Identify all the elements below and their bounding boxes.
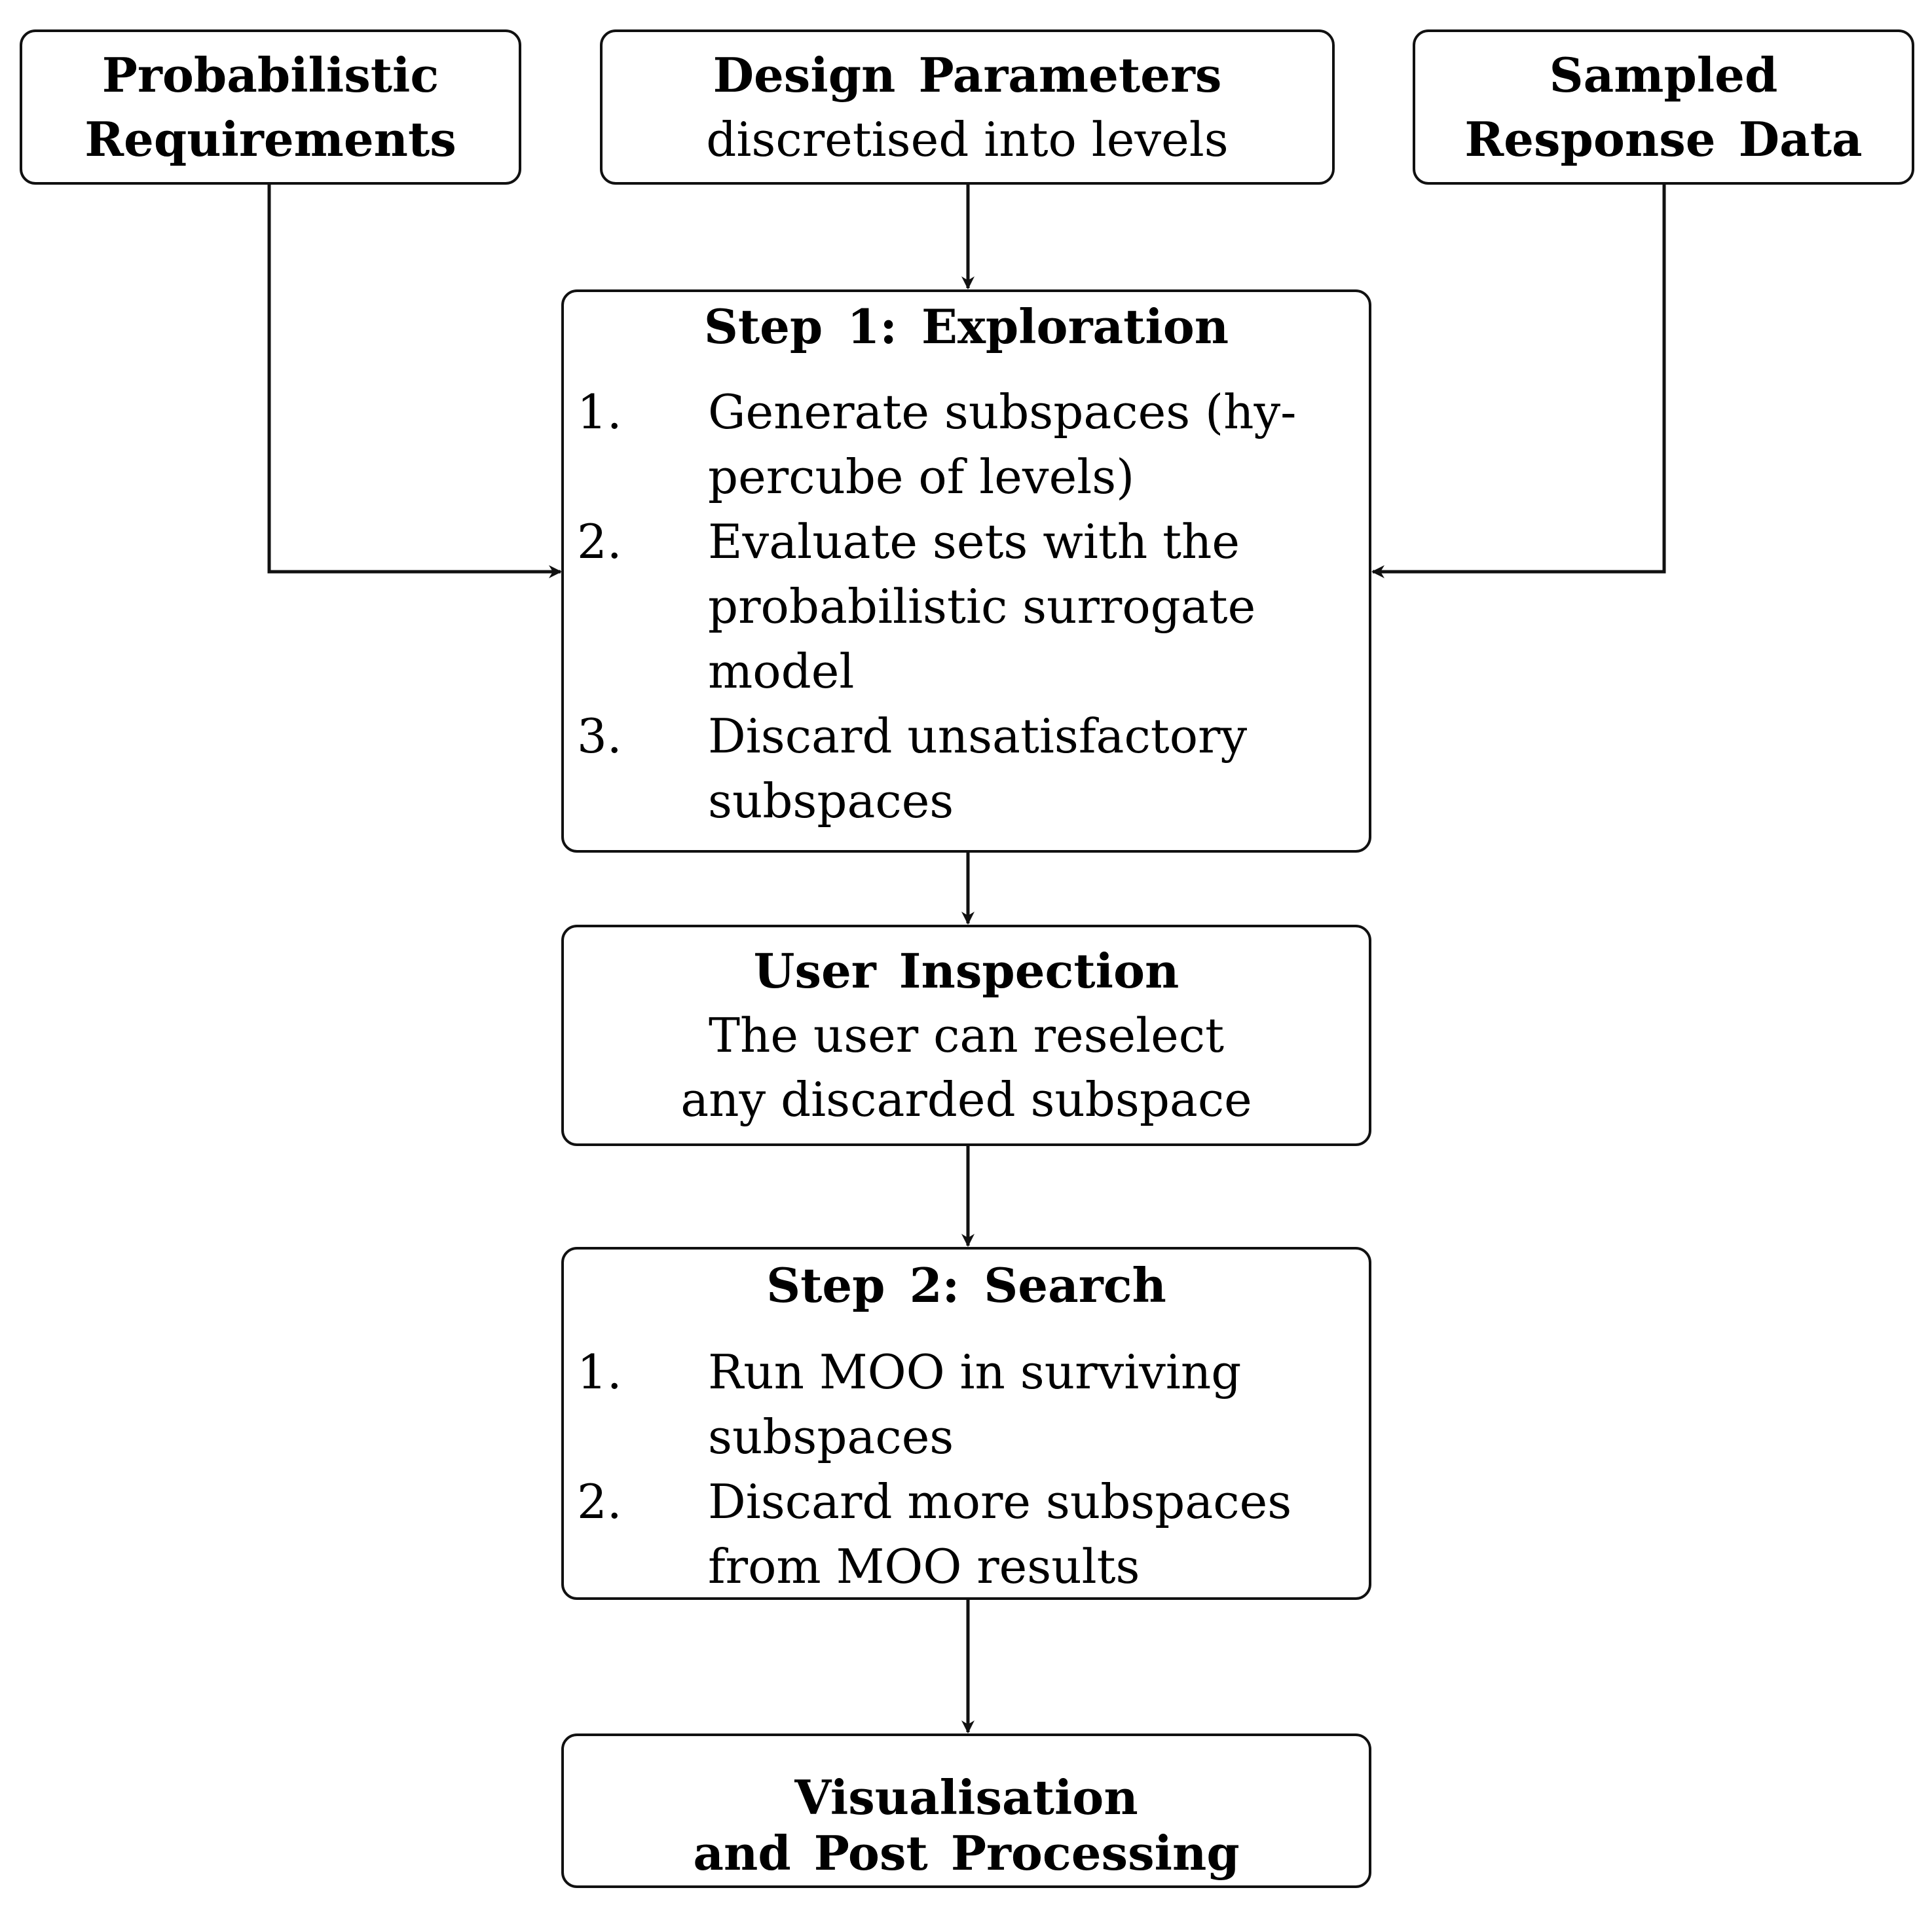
step1-item-1-line-2: percube of levels) (708, 449, 1135, 504)
step1-list: 1. Generate subspaces (hy- percube of le… (577, 380, 1349, 834)
step2-item-1-line-2: subspaces (708, 1409, 954, 1464)
visualisation-title-line-1: Visualisation (794, 1770, 1138, 1825)
step1-item-1-number: 1. (577, 384, 622, 439)
design-parameters-box: Design Parameters discretised into level… (600, 29, 1335, 185)
user-inspection-line-2: any discarded subspace (680, 1072, 1252, 1127)
step1-exploration-box: Step 1: Exploration 1. Generate subspace… (561, 289, 1371, 853)
step2-item-1: 1. Run MOO in surviving subspaces (577, 1340, 1349, 1470)
step2-list: 1. Run MOO in surviving subspaces 2. Dis… (577, 1340, 1349, 1599)
arrow-requirements-to-step1 (267, 185, 562, 578)
step1-item-2-number: 2. (577, 514, 622, 569)
step2-item-2: 2. Discard more subspaces from MOO resul… (577, 1470, 1349, 1599)
design-parameters-subtitle: discretised into levels (706, 111, 1229, 167)
step2-item-2-line-1: Discard more subspaces (708, 1474, 1292, 1529)
user-inspection-title: User Inspection (753, 943, 1180, 999)
step1-item-2-line-1: Evaluate sets with the (708, 514, 1240, 569)
user-inspection-line-1: The user can reselect (708, 1008, 1225, 1063)
design-parameters-title: Design Parameters (713, 46, 1222, 103)
visualisation-box: Visualisation and Post Processing (561, 1733, 1371, 1888)
step1-item-1-text: Generate subspaces (hy- percube of level… (708, 380, 1349, 510)
arrow-response-to-step1 (1371, 185, 1666, 578)
step1-item-3-number: 3. (577, 709, 622, 764)
step2-item-1-text: Run MOO in surviving subspaces (708, 1340, 1349, 1470)
response-data-box: Sampled Response Data (1413, 29, 1914, 185)
step1-item-1: 1. Generate subspaces (hy- percube of le… (577, 380, 1349, 510)
step1-item-2-text: Evaluate sets with the probabilistic sur… (708, 510, 1349, 704)
step1-item-2-line-2: probabilistic surrogate (708, 579, 1256, 634)
step2-item-2-number: 2. (577, 1474, 622, 1529)
step1-item-2-line-3: model (708, 644, 855, 699)
step2-search-box: Step 2: Search 1. Run MOO in surviving s… (561, 1247, 1371, 1600)
requirements-box: Probabilistic Requirements (20, 29, 521, 185)
step1-item-3-text: Discard unsatisfactory subspaces (708, 704, 1349, 834)
requirements-title-line-1: Probabilistic (102, 46, 439, 103)
requirements-title-line-2: Requirements (84, 111, 456, 167)
response-data-title-line-1: Sampled (1549, 46, 1778, 103)
step2-title: Step 2: Search (766, 1257, 1166, 1313)
step1-item-3-line-2: subspaces (708, 773, 954, 828)
response-data-title-line-2: Response Data (1464, 111, 1863, 167)
step2-item-2-text: Discard more subspaces from MOO results (708, 1470, 1349, 1599)
step1-item-2: 2. Evaluate sets with the probabilistic … (577, 510, 1349, 704)
step1-title: Step 1: Exploration (703, 299, 1229, 354)
step2-item-2-line-2: from MOO results (708, 1539, 1140, 1594)
step1-item-1-line-1: Generate subspaces (hy- (708, 384, 1297, 439)
step1-item-3-line-1: Discard unsatisfactory (708, 709, 1248, 764)
step2-item-1-line-1: Run MOO in surviving (708, 1344, 1242, 1399)
step1-item-3: 3. Discard unsatisfactory subspaces (577, 704, 1349, 834)
visualisation-title-line-2: and Post Processing (693, 1825, 1240, 1881)
user-inspection-box: User Inspection The user can reselect an… (561, 925, 1371, 1146)
step2-item-1-number: 1. (577, 1344, 622, 1399)
